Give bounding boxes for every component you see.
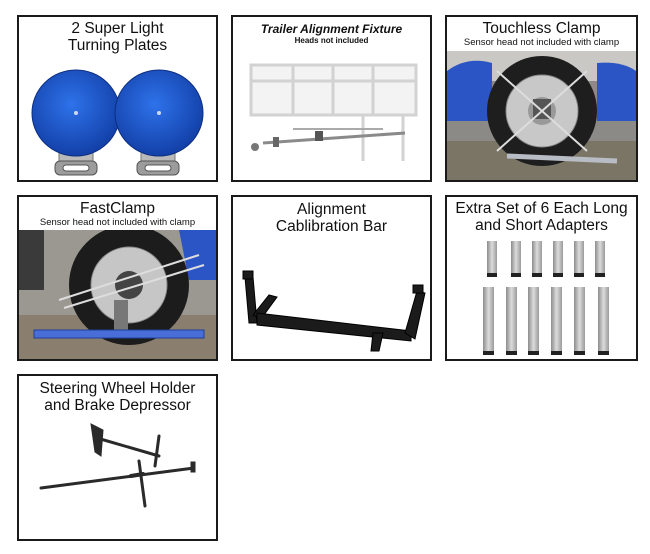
adapters-image xyxy=(483,241,609,355)
fastclamp-photo xyxy=(19,230,216,359)
turning-plates-card: 2 Super Light Turning Plates xyxy=(17,15,218,182)
card-title-line2: and Brake Depressor xyxy=(44,397,191,414)
card-title-line1: Extra Set of 6 Each Long xyxy=(455,200,628,217)
card-title-line2: and Short Adapters xyxy=(475,217,608,234)
turning-plates-image xyxy=(31,69,204,176)
touchless-clamp-photo xyxy=(447,51,636,180)
trailer-fixture-image xyxy=(249,63,418,161)
card-title-line1: Alignment xyxy=(297,201,366,218)
touchless-clamp-card: Touchless Clamp Sensor head not included… xyxy=(445,15,638,182)
calibration-bar-card: Alignment Cablibration Bar xyxy=(231,195,432,361)
trailer-fixture-card: Trailer Alignment Fixture Heads not incl… xyxy=(231,15,432,182)
steering-holder-card: Steering Wheel Holder and Brake Depresso… xyxy=(17,374,218,541)
card-title-line1: Steering Wheel Holder xyxy=(39,380,196,397)
steering-holder-image xyxy=(39,423,196,508)
fastclamp-card: FastClamp Sensor head not included with … xyxy=(17,195,218,361)
card-title: Touchless Clamp xyxy=(482,20,601,37)
card-subtitle: Heads not included xyxy=(294,36,369,45)
card-title: Trailer Alignment Fixture xyxy=(260,22,403,36)
card-title: FastClamp xyxy=(80,200,155,217)
card-title-line1: 2 Super Light xyxy=(71,20,164,37)
card-title-line2: Cablibration Bar xyxy=(275,218,388,235)
card-title-line2: Turning Plates xyxy=(67,37,168,54)
adapters-card: Extra Set of 6 Each Long and Short Adapt… xyxy=(445,195,638,361)
card-subtitle: Sensor head not included with clamp xyxy=(463,37,620,48)
card-subtitle: Sensor head not included with clamp xyxy=(39,217,196,228)
calibration-bar-image xyxy=(242,270,426,352)
